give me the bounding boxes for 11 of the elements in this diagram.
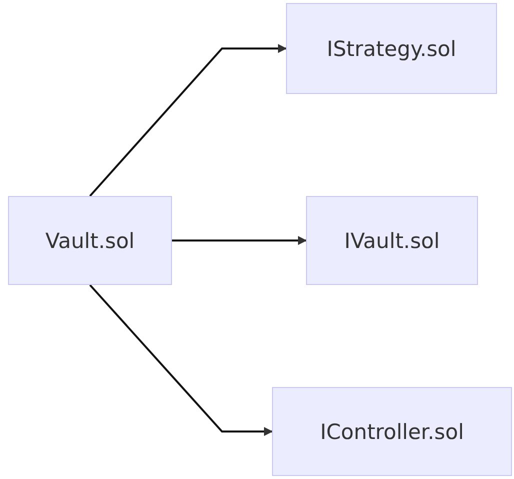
file-name: IStrategy.sol <box>326 36 456 60</box>
file-box <box>306 196 478 285</box>
file-name: IVault.sol <box>344 228 440 252</box>
file-box <box>8 196 172 285</box>
arrow <box>172 236 307 245</box>
file-name: Vault.sol <box>45 228 135 252</box>
arrow <box>89 284 273 436</box>
file-name: IController.sol <box>320 420 464 444</box>
file-box <box>286 3 497 94</box>
arrow <box>89 44 287 197</box>
file-box <box>272 387 512 476</box>
